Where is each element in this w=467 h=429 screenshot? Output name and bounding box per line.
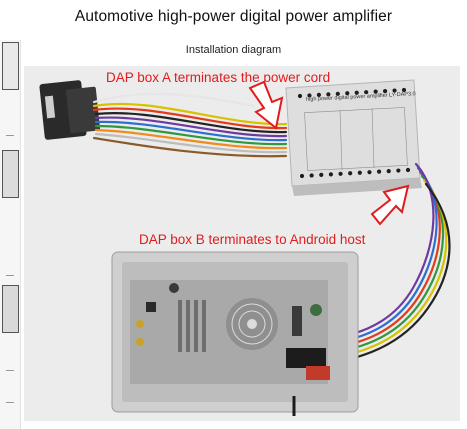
terminal-dot — [316, 92, 322, 98]
divider — [6, 402, 14, 403]
terminal-dot — [326, 92, 331, 97]
terminal-dot — [328, 172, 334, 177]
terminal-dot — [309, 173, 314, 178]
divider — [6, 135, 14, 136]
terminal-dot — [367, 170, 372, 175]
power-connector — [39, 80, 101, 140]
left-thumbnail-strip — [0, 40, 21, 429]
terminal-dot — [297, 93, 303, 99]
divider — [6, 275, 14, 276]
terminal-dot — [335, 91, 340, 96]
terminal-dot — [386, 168, 391, 174]
terminal-dot — [354, 90, 359, 95]
terminal-dot — [396, 168, 401, 173]
thumbnail-image[interactable] — [2, 285, 19, 333]
installation-illustration — [24, 66, 460, 421]
callout-arrow-b — [370, 184, 410, 226]
callout-label-a: DAP box A terminates the power cord — [106, 70, 331, 85]
terminal-dot — [338, 171, 343, 176]
page-title: Automotive high-power digital power ampl… — [74, 8, 393, 25]
terminal-dot — [382, 88, 388, 94]
terminal-dot — [299, 173, 305, 179]
terminal-dot — [373, 89, 378, 94]
terminal-dots — [297, 87, 411, 179]
terminal-dot — [364, 90, 369, 95]
terminal-dot — [401, 87, 407, 93]
terminal-dot — [348, 171, 353, 176]
terminal-dot — [392, 88, 397, 93]
android-head-unit — [111, 251, 359, 416]
wire-harness-a — [92, 92, 288, 158]
terminal-dot — [376, 169, 382, 174]
terminal-dot — [319, 172, 324, 178]
terminal-dot — [357, 170, 362, 175]
page-subtitle: Installation diagram — [185, 44, 282, 56]
terminal-dot — [405, 167, 411, 173]
callout-arrow-a — [248, 80, 284, 130]
terminal-dot — [345, 91, 350, 96]
amplifier-box — [285, 79, 422, 196]
thumbnail-image[interactable] — [2, 150, 19, 198]
callout-label-b: DAP box B terminates to Android host — [139, 232, 366, 247]
thumbnail-image[interactable] — [2, 42, 19, 90]
divider — [6, 370, 14, 371]
installation-photo: DAP box A terminates the power cord DAP … — [24, 66, 460, 421]
terminal-dot — [307, 93, 312, 98]
